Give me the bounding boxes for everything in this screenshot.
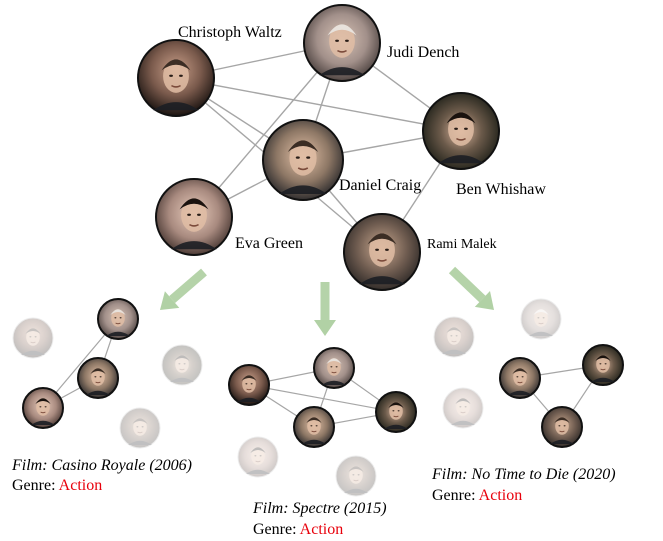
face-judi-dench-icon xyxy=(303,4,381,82)
face-christoph-waltz-icon xyxy=(433,316,475,358)
genre-value: Action xyxy=(300,521,344,538)
face-rami-malek-icon xyxy=(541,406,583,448)
film-label-no-time-to-die: Film: No Time to Die (2020) xyxy=(431,466,616,483)
face-eva-green-icon xyxy=(155,178,233,256)
sub2-edge-waltz-whishaw xyxy=(248,384,397,413)
face-judi-dench-icon xyxy=(520,298,562,340)
film-label-casino-royale: Film: Casino Royale (2006) xyxy=(11,457,192,474)
face-ben-whishaw-icon xyxy=(375,391,417,433)
face-christoph-waltz-icon xyxy=(228,364,270,406)
face-daniel-craig-icon xyxy=(262,119,344,201)
face-eva-green-icon xyxy=(442,387,484,429)
face-daniel-craig-icon xyxy=(293,406,335,448)
flow-arrows xyxy=(160,266,494,336)
face-eva-green-icon xyxy=(22,387,64,429)
film-label-spectre: Film: Spectre (2015) xyxy=(252,500,387,517)
label-christoph-waltz: Christoph Waltz xyxy=(178,24,282,41)
face-daniel-craig-icon xyxy=(499,357,541,399)
face-ben-whishaw-icon xyxy=(161,344,203,386)
genre-value: Action xyxy=(59,477,103,494)
genre-line-casino-royale: Genre: Action xyxy=(12,477,102,494)
genre-prefix: Genre: xyxy=(253,521,300,538)
face-christoph-waltz-icon xyxy=(137,39,215,117)
label-rami-malek: Rami Malek xyxy=(427,237,497,252)
face-daniel-craig-icon xyxy=(77,357,119,399)
flow-arrow-2 xyxy=(314,282,336,336)
face-judi-dench-icon xyxy=(313,347,355,389)
face-eva-green-icon xyxy=(237,436,279,478)
genre-line-spectre: Genre: Action xyxy=(253,521,343,538)
genre-prefix: Genre: xyxy=(432,487,479,504)
face-rami-malek-icon xyxy=(343,213,421,291)
face-rami-malek-icon xyxy=(335,455,377,497)
label-ben-whishaw: Ben Whishaw xyxy=(456,181,546,198)
face-rami-malek-icon xyxy=(119,407,161,449)
subgraph-nodes xyxy=(12,298,624,497)
face-judi-dench-icon xyxy=(97,298,139,340)
edge-waltz-whishaw xyxy=(175,77,462,132)
face-christoph-waltz-icon xyxy=(12,317,54,359)
label-eva-green: Eva Green xyxy=(235,235,303,252)
main-graph-nodes xyxy=(137,4,500,291)
label-daniel-craig: Daniel Craig xyxy=(339,177,421,194)
genre-value: Action xyxy=(479,487,523,504)
genre-prefix: Genre: xyxy=(12,477,59,494)
flow-arrow-1 xyxy=(160,268,207,310)
face-ben-whishaw-icon xyxy=(582,344,624,386)
genre-line-no-time-to-die: Genre: Action xyxy=(432,487,522,504)
face-ben-whishaw-icon xyxy=(422,92,500,170)
label-judi-dench: Judi Dench xyxy=(387,44,459,61)
flow-arrow-3 xyxy=(448,266,494,310)
